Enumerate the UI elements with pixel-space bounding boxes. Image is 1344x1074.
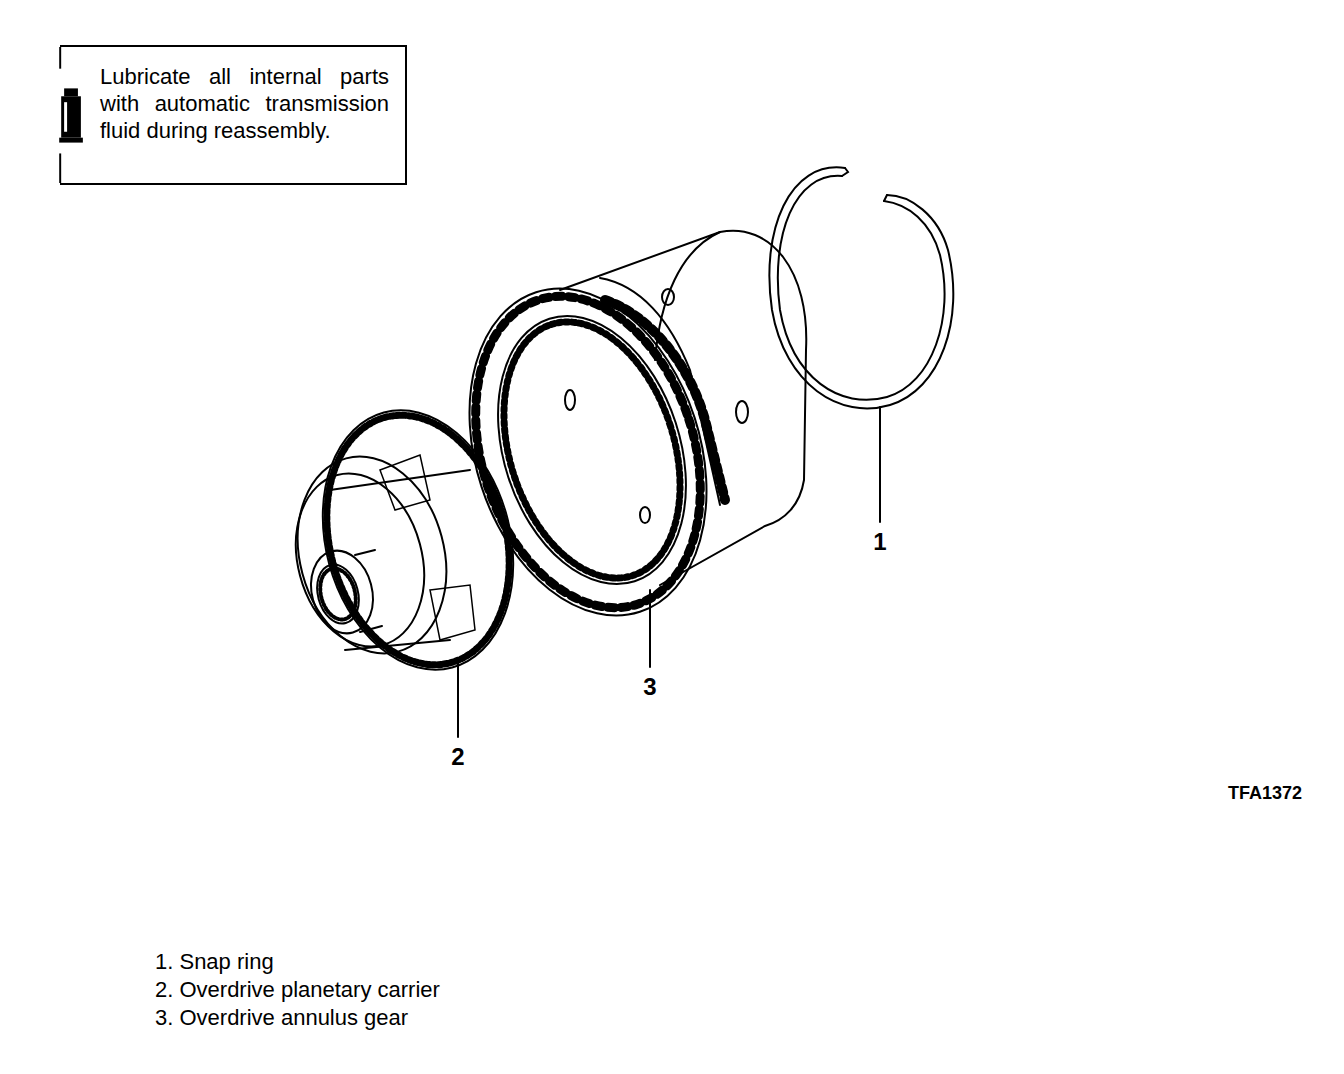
callout-number: 1 [873, 530, 886, 554]
callout-number: 3 [643, 675, 656, 699]
leader-line [649, 590, 651, 667]
snap-ring [769, 167, 953, 408]
planetary-carrier [277, 389, 541, 692]
leader-line [879, 407, 881, 522]
parts-list-item: 2. Overdrive planetary carrier [155, 979, 440, 1001]
annulus-gear [430, 231, 807, 647]
callout-number: 2 [451, 745, 464, 769]
note-text: Lubricate all internal parts with automa… [100, 63, 389, 144]
note-box: Lubricate all internal parts with automa… [60, 45, 407, 185]
figure-code: TFA1372 [1228, 784, 1302, 802]
parts-list-item: 3. Overdrive annulus gear [155, 1007, 408, 1029]
leader-line [457, 660, 459, 737]
lubricant-icon [58, 47, 88, 183]
parts-list-item: 1. Snap ring [155, 951, 274, 973]
